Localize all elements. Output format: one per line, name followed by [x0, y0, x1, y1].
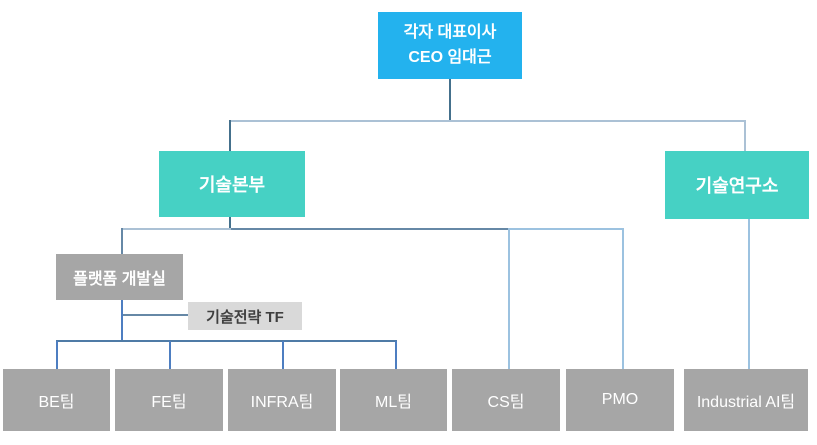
connector-infra-down [282, 341, 284, 369]
team-cs-label: CS팀 [487, 394, 525, 411]
connector-ceo-down [449, 79, 451, 122]
team-box-cs: CS팀 [452, 369, 560, 431]
connector-research-down [748, 219, 750, 369]
team-infra-label: INFRA팀 [250, 394, 314, 411]
division-tech-label: 기술본부 [198, 175, 266, 195]
connector-pmo-down [622, 228, 624, 369]
team-box-infra: INFRA팀 [228, 369, 336, 431]
team-box-be: BE팀 [3, 369, 110, 431]
connector-mid-horizontal-right [509, 228, 623, 230]
connector-tech-top [229, 120, 231, 151]
team-industrial-ai-label: Industrial AI팀 [696, 394, 796, 411]
connector-cs-down [508, 228, 510, 369]
division-box-tech: 기술본부 [159, 151, 305, 217]
tf-label: 기술전략 TF [206, 308, 284, 326]
team-box-industrial-ai: Industrial AI팀 [684, 369, 808, 431]
ceo-box: 각자 대표이사 CEO 임대근 [378, 12, 522, 79]
connector-research-top [744, 120, 746, 151]
ceo-name: CEO 임대근 [408, 48, 492, 66]
ceo-title: 각자 대표이사 [403, 23, 497, 41]
team-be-label: BE팀 [38, 394, 75, 411]
connector-fe-down [169, 341, 171, 369]
tf-box: 기술전략 TF [188, 302, 302, 330]
connector-tech-bottom [229, 217, 231, 229]
division-research-label: 기술연구소 [695, 176, 779, 196]
team-fe-label: FE팀 [151, 394, 187, 411]
connector-ml-down [395, 341, 397, 369]
connector-mid-horizontal-left [121, 228, 231, 230]
team-box-fe: FE팀 [115, 369, 223, 431]
office-box-platform: 플랫폼 개발실 [56, 254, 183, 300]
connector-office-top [121, 228, 123, 254]
connector-tf-branch [123, 314, 188, 316]
connector-be-down [56, 341, 58, 369]
team-ml-label: ML팀 [375, 394, 412, 411]
connector-teams-horizontal [56, 340, 397, 342]
ceo-label: 각자 대표이사 CEO 임대근 [404, 21, 497, 71]
team-box-ml: ML팀 [340, 369, 447, 431]
division-box-research: 기술연구소 [665, 151, 809, 219]
connector-office-bottom [121, 300, 123, 341]
connector-top-horizontal [230, 120, 746, 122]
connector-mid-horizontal-center [231, 228, 509, 230]
team-pmo-label: PMO [601, 391, 639, 408]
team-box-pmo: PMO [566, 369, 674, 431]
office-platform-label: 플랫폼 개발실 [73, 271, 166, 288]
